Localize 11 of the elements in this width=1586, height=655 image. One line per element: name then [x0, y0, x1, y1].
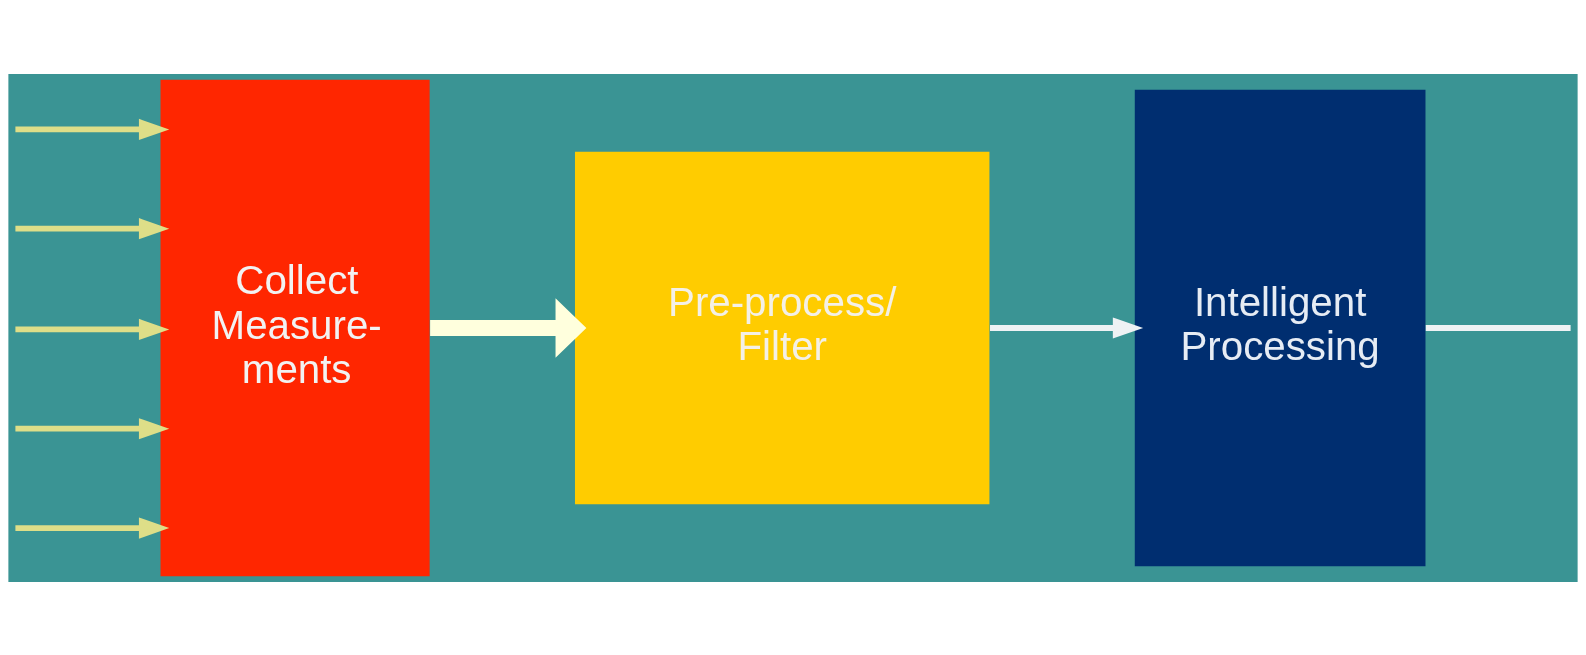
arrow [430, 297, 587, 358]
arrow [990, 316, 1144, 339]
arrow [15, 516, 170, 539]
arrow [15, 217, 170, 239]
arrow [15, 417, 170, 439]
arrow [15, 318, 170, 340]
node-box: Collect Measure- ments [160, 79, 430, 576]
node-box: Intelligent Processing [1134, 89, 1426, 566]
arrow [15, 118, 170, 140]
connector [1425, 324, 1571, 331]
node-box: Pre-process/ Filter [575, 151, 990, 504]
